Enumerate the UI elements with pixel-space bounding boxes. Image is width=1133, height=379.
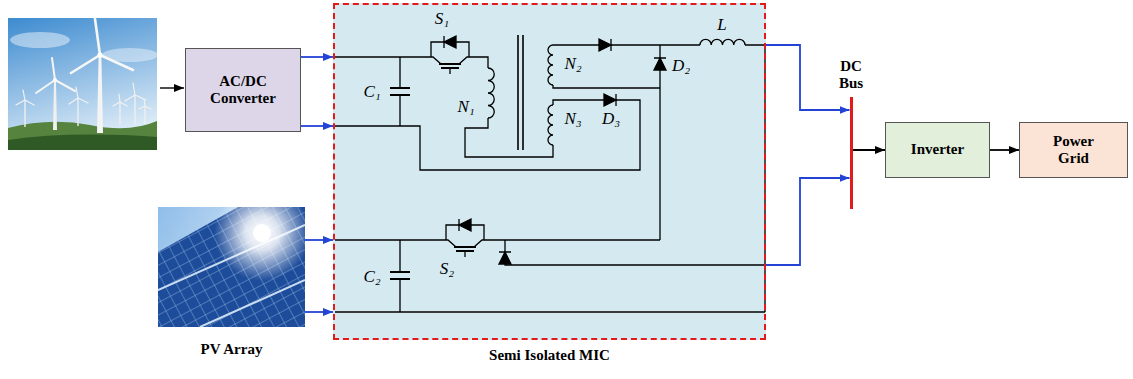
wind-farm-picture — [8, 18, 157, 150]
picture-node: PV Array — [158, 207, 305, 358]
bus-node: DC Bus — [829, 58, 873, 209]
component-label-holder: N₂ — [564, 54, 581, 74]
wire-connector — [990, 149, 1019, 151]
node-label: Semi Isolated MIC — [333, 347, 766, 364]
wire — [553, 94, 616, 106]
diode-symbol — [604, 94, 616, 106]
node-label: Power Grid — [1042, 133, 1105, 168]
component-label-holder: C₁ — [363, 82, 380, 102]
wire — [335, 311, 765, 312]
wire-connector — [305, 311, 333, 313]
wire — [553, 39, 700, 51]
cloud — [10, 32, 70, 48]
component-label-holder: S₂ — [440, 259, 454, 279]
component-label-holder: L — [717, 15, 726, 35]
node-label: DC Bus — [829, 58, 873, 93]
node-label: Inverter — [911, 141, 964, 158]
component-label-holder: N₃ — [564, 109, 581, 129]
inductor-symbol — [700, 39, 745, 45]
component-label: N₃ — [564, 109, 581, 128]
wire — [465, 118, 553, 157]
sky — [8, 18, 157, 150]
turbine-hub — [53, 78, 57, 82]
turbine-blades — [71, 19, 133, 73]
turbine-tower — [53, 81, 57, 130]
component-label: C₁ — [363, 82, 380, 101]
component-label: N₂ — [564, 54, 581, 73]
node-label: AC/DC Converter — [196, 73, 290, 108]
igbt-symbol — [425, 57, 475, 74]
capacitor-symbol — [390, 88, 410, 95]
igbt-symbol — [454, 247, 476, 251]
wire-connector — [853, 149, 886, 151]
component-label: N₁ — [457, 97, 474, 116]
wire — [399, 57, 400, 126]
diode-symbol — [499, 252, 511, 264]
wire-connector — [301, 56, 333, 58]
winding-symbol — [548, 105, 553, 145]
wire-connector — [766, 178, 850, 265]
wire — [335, 100, 640, 170]
component-label-holder: N₁ — [457, 97, 474, 117]
igbt-symbol — [439, 64, 461, 68]
wire-connector — [301, 125, 333, 127]
wire — [335, 56, 425, 57]
diode-symbol — [654, 58, 666, 70]
sun-glow — [214, 207, 305, 281]
diode-symbol — [431, 36, 469, 57]
region-fill — [333, 3, 766, 340]
process-box: AC/DC Converter — [185, 48, 301, 132]
wire — [399, 240, 400, 312]
wire — [499, 240, 766, 265]
wire-connector — [305, 239, 333, 241]
component-label-holder: S₁ — [435, 9, 449, 29]
wire-connector — [766, 45, 850, 110]
winding-symbol — [548, 45, 553, 85]
winding-symbol — [488, 68, 494, 118]
process-box: Inverter — [885, 122, 990, 178]
component-label: C₂ — [363, 267, 380, 286]
diode-symbol — [444, 36, 456, 48]
turbine-tower — [97, 57, 103, 133]
node-label: PV Array — [158, 341, 305, 358]
pv-array-picture — [158, 207, 305, 327]
component-label: S₁ — [435, 9, 449, 28]
circuit — [335, 35, 766, 312]
region-band: Semi Isolated MIC — [333, 3, 766, 364]
component-label: D₂ — [672, 56, 690, 75]
turbine-blades-small — [16, 83, 151, 109]
transformer-core — [518, 35, 523, 150]
diode-symbol — [459, 219, 471, 231]
component-label-holder: C₂ — [363, 267, 380, 287]
igbt-symbol — [440, 240, 490, 257]
component-label-holder: D₃ — [602, 109, 620, 129]
wire — [475, 57, 488, 68]
turbine-hub — [97, 52, 102, 57]
wire — [335, 239, 660, 240]
region-outline — [333, 3, 766, 340]
component-label-holder: D₂ — [672, 56, 690, 76]
process-box: Power Grid — [1019, 122, 1128, 178]
hill — [8, 135, 157, 150]
component-label: S₂ — [440, 259, 454, 278]
diode-symbol — [599, 39, 611, 51]
component-label: L — [717, 15, 726, 34]
diode-symbol — [446, 219, 484, 240]
hill — [8, 121, 157, 150]
wire — [745, 45, 766, 312]
bus-bar — [850, 97, 853, 209]
sun — [253, 224, 271, 242]
input-arrow — [160, 87, 184, 88]
turbine-blades — [36, 58, 75, 93]
wire — [553, 85, 660, 88]
component-label: D₃ — [602, 109, 620, 128]
capacitor-symbol — [390, 272, 410, 279]
wire — [654, 45, 666, 240]
